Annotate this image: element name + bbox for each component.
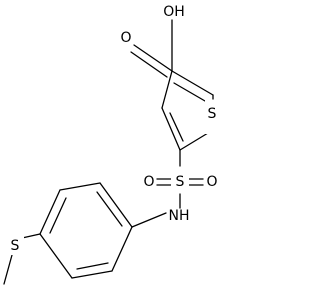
bond-ring-c4-c3 (161, 70, 173, 109)
bond-ph-inner-c (76, 262, 109, 270)
sulfonyl-oxygen-right-label: O (206, 174, 217, 190)
sulfonyl-sulfur-label: S (176, 174, 185, 190)
bond-n-phenyl (131, 212, 167, 228)
bond-ring-c5-c4 (161, 107, 181, 151)
carbonyl-oxygen-label: O (120, 30, 131, 46)
bond-ph-c1-c2 (99, 182, 133, 228)
hydroxyl-label: OH (163, 4, 185, 20)
bond-ring-inner-b (169, 112, 184, 142)
bond-ph-c3-c4 (39, 189, 61, 235)
bond-c-o-double-b (130, 51, 168, 78)
bond-ph-c2-c3 (59, 182, 101, 191)
bond-s-methyl (3, 254, 13, 285)
bond-ph-inner-b (49, 197, 67, 234)
bond-ph-c6-c1 (111, 226, 133, 272)
bonds (3, 19, 214, 285)
ring-sulfur-label: S (208, 106, 217, 122)
bond-ring-s-c5 (179, 132, 209, 151)
thioether-sulfur-label: S (11, 238, 20, 254)
bond-ph-c4-c5 (39, 233, 73, 279)
bond-ring-inner-a (173, 82, 206, 102)
bond-c-o-double-a (133, 44, 173, 72)
sulfonyl-oxygen-left-label: O (143, 174, 154, 190)
atom-labels: OH O S S O O NH S (8, 4, 219, 255)
amine-label: NH (169, 208, 190, 224)
bond-ph-s (21, 233, 41, 239)
bond-ring-c3-c2 (171, 70, 214, 96)
bond-ph-c5-c6 (71, 270, 113, 279)
bond-ph-inner-a (96, 191, 123, 227)
chemical-structure: OH O S S O O NH S (3, 4, 219, 285)
